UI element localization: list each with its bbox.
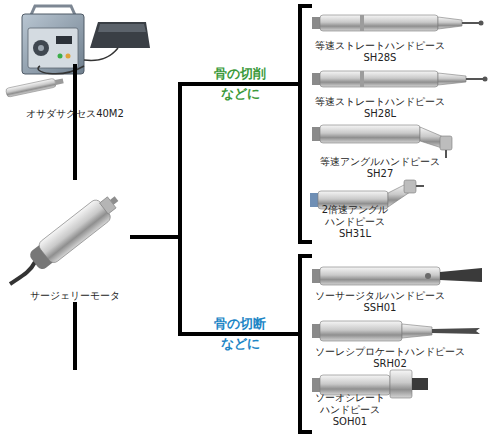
product-name: ソーサージタルハンドピース bbox=[305, 290, 455, 302]
product-name: サージェリーモータ bbox=[20, 290, 130, 302]
unit-dial-center bbox=[38, 45, 44, 51]
bur bbox=[462, 22, 480, 24]
bur-head bbox=[483, 77, 488, 82]
model-number: SH28L bbox=[305, 108, 455, 120]
handpiece-box: ソーサージタルハンドピースSSH01 bbox=[300, 258, 495, 314]
connector-line bbox=[130, 84, 300, 237]
saw-handpiece bbox=[312, 321, 480, 341]
connector-line bbox=[73, 120, 77, 180]
handpiece-box: 等速ストレートハンドピースSH28S bbox=[300, 8, 495, 64]
unit-handpiece-body bbox=[6, 78, 57, 97]
saw-blade bbox=[412, 378, 428, 390]
handpiece-nose bbox=[438, 17, 462, 29]
product-name: ソーレシプロケートハンドピース bbox=[310, 346, 470, 358]
bur bbox=[445, 150, 447, 158]
motor-pin bbox=[110, 196, 118, 204]
product-name: 等速アングルハンドピース bbox=[305, 156, 455, 168]
product-name: 等速ストレートハンドピース bbox=[305, 96, 455, 108]
connector-line bbox=[73, 302, 77, 370]
pedal-cable bbox=[84, 48, 118, 61]
unit-handpiece-tip bbox=[55, 78, 64, 85]
text-group: 等速アングルハンドピースSH27 bbox=[305, 156, 455, 180]
handpiece-head bbox=[440, 136, 452, 150]
model-number: SH31L bbox=[315, 228, 395, 240]
text-group: ソーオシレート ハンドピースSOH01 bbox=[310, 392, 390, 428]
category-label: 骨の切削 などに bbox=[205, 64, 275, 104]
handpiece-box: ソーレシプロケートハンドピースSRH02 bbox=[300, 314, 495, 370]
bur bbox=[416, 185, 424, 187]
foot-pedal bbox=[84, 22, 150, 61]
text-group: 等速ストレートハンドピースSH28L bbox=[305, 96, 455, 120]
unit-display bbox=[56, 36, 72, 44]
handpiece-nose bbox=[438, 73, 466, 85]
saw-blade bbox=[440, 268, 482, 282]
text-group: ソーサージタルハンドピースSSH01 bbox=[305, 290, 455, 314]
model-number: SOH01 bbox=[310, 416, 390, 428]
handpiece-head bbox=[404, 180, 416, 193]
handpiece-box: 2倍速アングル ハンドピースSH31L bbox=[300, 182, 495, 240]
unit-led bbox=[58, 54, 63, 59]
saw-handpiece bbox=[312, 267, 482, 285]
handpiece-head bbox=[390, 370, 412, 398]
text-group: 等速ストレートハンドピースSH28S bbox=[305, 40, 455, 64]
text-group: ソーレシプロケートハンドピースSRH02 bbox=[310, 346, 470, 370]
handpiece-ring bbox=[360, 71, 364, 87]
text-group: 2倍速アングル ハンドピースSH31L bbox=[315, 204, 395, 240]
model-number: SH27 bbox=[305, 168, 455, 180]
bur bbox=[466, 78, 484, 80]
product-name: ソーオシレート ハンドピース bbox=[310, 392, 390, 416]
motor-cable bbox=[10, 262, 35, 284]
surgery-motor bbox=[10, 188, 124, 284]
unit-cable bbox=[38, 66, 84, 74]
pedal-top bbox=[98, 24, 146, 32]
product-name: オサダサクセス40M2 bbox=[0, 108, 150, 120]
product-name: 2倍速アングル ハンドピース bbox=[315, 204, 395, 228]
handpiece-body bbox=[320, 125, 420, 143]
device-box: オサダサクセス40M2 bbox=[0, 0, 150, 120]
product-name: 等速ストレートハンドピース bbox=[305, 40, 455, 52]
handpiece-box: ソーオシレート ハンドピースSOH01 bbox=[300, 370, 495, 428]
bur-head bbox=[479, 21, 484, 26]
unit-panel bbox=[28, 28, 78, 68]
handpiece-box: 等速ストレートハンドピースSH28L bbox=[300, 64, 495, 120]
handpiece-box: 等速アングルハンドピースSH27 bbox=[300, 120, 495, 180]
handpiece-body bbox=[320, 71, 438, 87]
angle-handpiece bbox=[312, 125, 452, 158]
straight-handpiece bbox=[312, 71, 488, 87]
handpiece-screw bbox=[425, 273, 431, 279]
handpiece-body bbox=[320, 15, 438, 31]
handpiece-nose bbox=[402, 324, 432, 338]
pedal-body bbox=[90, 22, 150, 48]
handpiece-body bbox=[320, 321, 402, 341]
connector-line bbox=[73, 64, 77, 180]
handpiece-ring bbox=[360, 15, 364, 31]
model-number: SH28S bbox=[305, 52, 455, 64]
handpiece-body bbox=[320, 267, 440, 285]
category-label: 骨の切断 などに bbox=[205, 314, 275, 354]
device-box: サージェリーモータ bbox=[20, 180, 130, 302]
text-group: オサダサクセス40M2 bbox=[0, 108, 150, 120]
unit-handpiece-shape bbox=[6, 76, 65, 97]
text-group: サージェリーモータ bbox=[20, 290, 130, 302]
motor-body bbox=[37, 198, 113, 265]
motor-shape bbox=[27, 188, 125, 273]
saw-blade bbox=[432, 328, 480, 334]
control-unit bbox=[22, 6, 84, 74]
straight-handpiece bbox=[312, 15, 484, 31]
unit-led bbox=[66, 54, 71, 59]
unit-handpiece bbox=[6, 66, 84, 97]
model-number: SSH01 bbox=[305, 302, 455, 314]
model-number: SRH02 bbox=[310, 358, 470, 370]
unit-dial bbox=[33, 40, 49, 56]
connector-line bbox=[73, 120, 77, 180]
